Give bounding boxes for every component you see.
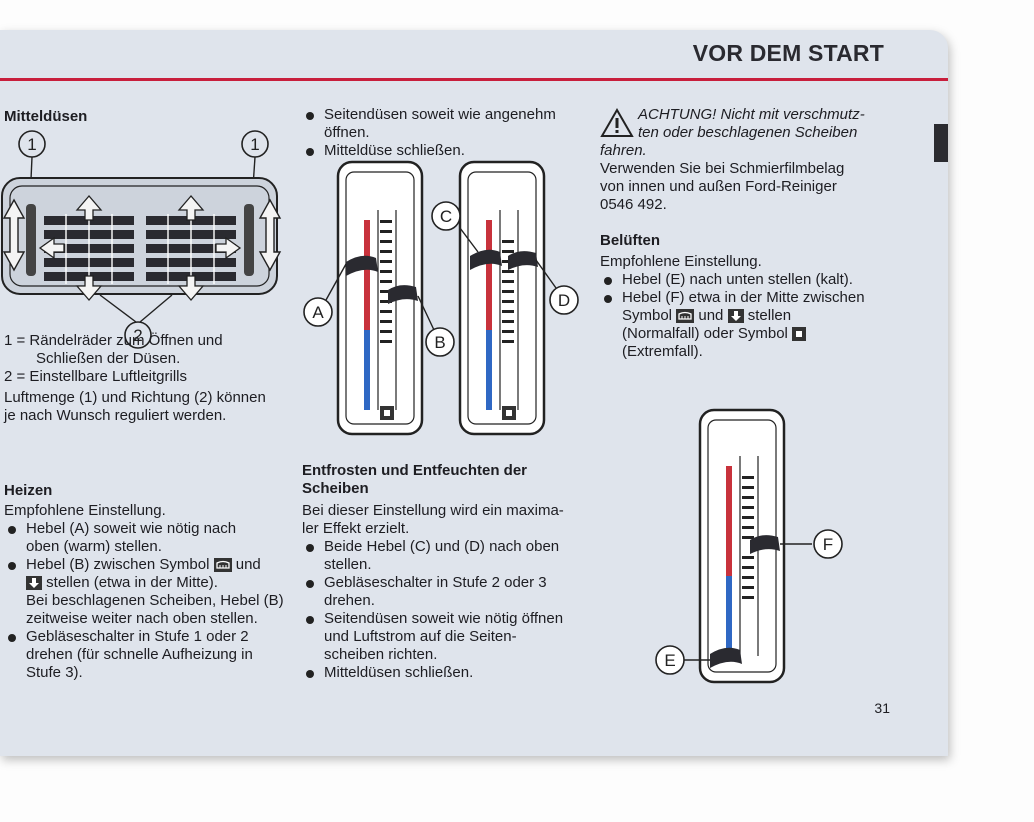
square-symbol-icon bbox=[792, 327, 807, 342]
windshield-symbol-icon bbox=[213, 558, 232, 573]
entfrosten-section: Entfrosten und Entfeuchten der Scheiben … bbox=[302, 462, 592, 682]
left-updown-arrow bbox=[2, 198, 26, 272]
entfrosten-item-3: Seitendüsen soweit wie nötig öffnen und … bbox=[302, 610, 592, 664]
right-grill-up-arrow bbox=[177, 195, 205, 221]
middle-item-mitteldusen: Mitteldüse schließen. bbox=[302, 142, 592, 160]
warning-line-1: ACHTUNG! Nicht mit verschmutz- bbox=[638, 106, 865, 123]
vent-diagram: 1 1 bbox=[1, 130, 282, 349]
windshield-symbol-icon bbox=[676, 309, 695, 324]
lever-b bbox=[388, 285, 418, 304]
belueften-item-f: Hebel (F) etwa in der Mitte zwischen Sym… bbox=[600, 289, 900, 361]
ventilation-control-diagram: F E bbox=[655, 408, 843, 684]
left-panel-temp-scale bbox=[364, 220, 370, 410]
entfrosten-list: Beide Hebel (C) und (D) nach oben stelle… bbox=[302, 538, 592, 682]
entfrosten-item-2: Gebläseschalter in Stufe 2 oder 3 drehen… bbox=[302, 574, 592, 610]
right-grill-side-arrow bbox=[215, 236, 242, 260]
manual-page: VOR DEM START Mitteldüsen 1 1 bbox=[0, 30, 948, 756]
entfrosten-intro-2: ler Effekt erzielt. bbox=[302, 520, 410, 537]
left-grill-down-arrow bbox=[75, 275, 103, 301]
label-a: A bbox=[312, 303, 324, 322]
label-b: B bbox=[434, 333, 445, 352]
belueften-intro: Empfohlene Einstellung. bbox=[600, 253, 762, 270]
luftmenge-line-1: Luftmenge (1) und Richtung (2) können bbox=[4, 389, 266, 406]
label-e: E bbox=[664, 651, 675, 670]
lever-a bbox=[346, 255, 378, 276]
entfrosten-heading-1: Entfrosten und Entfeuchten der bbox=[302, 462, 527, 479]
entfrosten-item-4: Mitteldüsen schließen. bbox=[302, 664, 592, 682]
page-number: 31 bbox=[874, 700, 890, 716]
entfrosten-intro-1: Bei dieser Einstellung wird ein maxima- bbox=[302, 502, 564, 519]
lever-f bbox=[750, 535, 780, 554]
lever-c bbox=[470, 249, 502, 270]
heizen-intro: Empfohlene Einstellung. bbox=[4, 502, 166, 519]
left-grill-up-arrow bbox=[75, 195, 103, 221]
mitteldusen-heading: Mitteldüsen bbox=[4, 108, 88, 125]
right-column: ACHTUNG! Nicht mit verschmutz- ten oder … bbox=[600, 106, 900, 361]
heizen-item-a: Hebel (A) soweit wie nötig nach oben (wa… bbox=[4, 520, 284, 556]
legend-item-1-cont: Schließen der Düsen. bbox=[36, 350, 181, 367]
down-arrow-symbol-icon bbox=[727, 309, 744, 324]
heater-control-diagram: A B C D bbox=[303, 160, 579, 436]
entfrosten-heading-2: Scheiben bbox=[302, 480, 369, 497]
legend-item-1: 1 = Rändelräder zum Öffnen und bbox=[4, 332, 223, 349]
right-thumbwheel bbox=[244, 204, 254, 276]
callout-1-right: 1 bbox=[250, 135, 259, 154]
page-title: VOR DEM START bbox=[692, 40, 884, 66]
belueften-heading: Belüften bbox=[600, 232, 660, 249]
header-rule bbox=[0, 78, 948, 81]
heizen-item-geblaese: Gebläseschalter in Stufe 1 oder 2 drehen… bbox=[4, 628, 284, 682]
warning-line-3: fahren. bbox=[600, 142, 647, 159]
belueften-list: Hebel (E) nach unten stellen (kalt). Heb… bbox=[600, 271, 900, 361]
heizen-list: Hebel (A) soweit wie nötig nach oben (wa… bbox=[4, 520, 284, 682]
label-d: D bbox=[558, 291, 570, 310]
legend-item-2: 2 = Einstellbare Luftleitgrills bbox=[4, 368, 188, 385]
warning-triangle-icon bbox=[600, 108, 634, 137]
heizen-section: Heizen Empfohlene Einstellung. Hebel (A)… bbox=[4, 482, 284, 682]
right-panel-temp-scale bbox=[486, 220, 492, 410]
lever-d bbox=[508, 251, 538, 270]
warning-line-2: ten oder beschlagenen Scheiben bbox=[638, 124, 858, 141]
heizen-heading: Heizen bbox=[4, 482, 53, 499]
right-updown-arrow bbox=[258, 198, 282, 272]
label-c: C bbox=[440, 207, 452, 226]
right-grill-down-arrow bbox=[177, 275, 205, 301]
callout-1-left: 1 bbox=[27, 135, 36, 154]
middle-top-list: Seitendüsen soweit wie angenehm öffnen. … bbox=[302, 106, 592, 160]
left-column: Mitteldüsen bbox=[4, 108, 276, 126]
label-f: F bbox=[823, 535, 833, 554]
warning-box: ACHTUNG! Nicht mit verschmutz- ten oder … bbox=[600, 106, 900, 142]
heizen-item-b: Hebel (B) zwischen Symbol und stellen (e… bbox=[4, 556, 284, 628]
entfrosten-item-1: Beide Hebel (C) und (D) nach oben stelle… bbox=[302, 538, 592, 574]
down-arrow-symbol-icon bbox=[26, 576, 42, 591]
legend-block: 1 = Rändelräder zum Öffnen und Schließen… bbox=[4, 332, 284, 425]
middle-item-seitenduesen: Seitendüsen soweit wie angenehm öffnen. bbox=[302, 106, 592, 142]
left-thumbwheel bbox=[26, 204, 36, 276]
warning-body-1: Verwenden Sie bei Schmierfilmbelag bbox=[600, 160, 845, 177]
belueften-item-e: Hebel (E) nach unten stellen (kalt). bbox=[600, 271, 900, 289]
lever-e bbox=[710, 647, 742, 668]
vent-panel-temp-scale bbox=[726, 466, 732, 656]
luftmenge-line-2: je nach Wunsch reguliert werden. bbox=[4, 407, 227, 424]
left-grill-side-arrow bbox=[38, 236, 65, 260]
callout-2: 2 bbox=[133, 326, 142, 345]
warning-body-2: von innen und außen Ford-Reiniger bbox=[600, 178, 837, 195]
section-tab-marker bbox=[934, 124, 948, 162]
warning-body-3: 0546 492. bbox=[600, 196, 667, 213]
